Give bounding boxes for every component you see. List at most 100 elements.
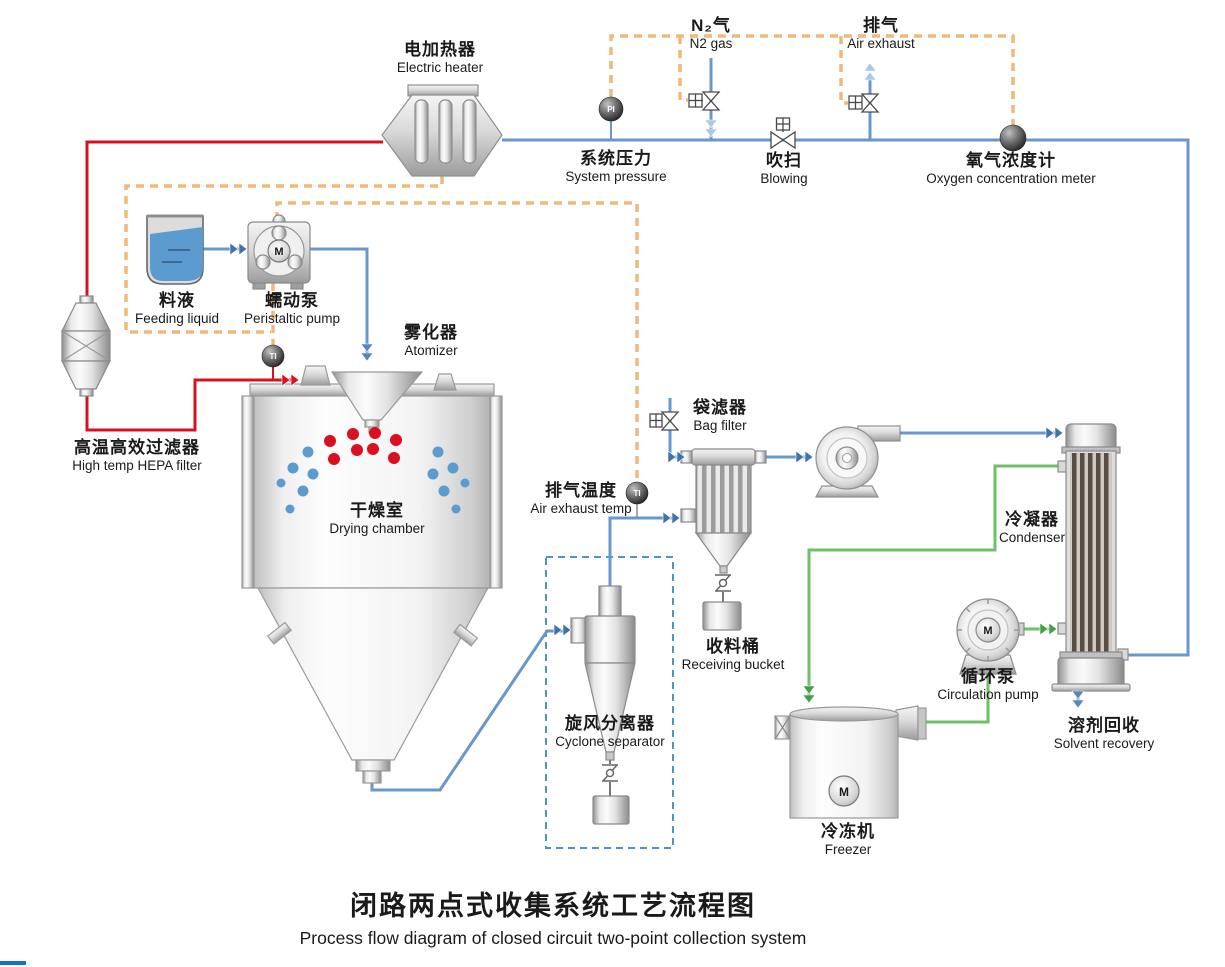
arrow-exhaust-out [863,62,877,81]
label-freezer-en: Freezer [824,842,872,858]
line-heater-to-hepa [85,140,383,300]
label-circulation-pump-zh: 循环泵 [960,667,1015,686]
exhaust-valve [848,93,880,113]
chamber-top-block-left [300,365,331,386]
cyclone-top-pipe [598,585,622,621]
cyclone-outlet-stub [605,751,615,761]
label-blowing: 吹扫 Blowing [760,151,807,187]
label-receiving-bucket-en: Receiving bucket [681,657,785,673]
blower-fan [814,425,901,498]
freezer-motor-hub [828,775,860,807]
label-condenser-zh: 冷凝器 [1004,510,1059,529]
signal-n2-valve [678,36,688,102]
freezer-motor-glyph: M [839,785,849,799]
label-drying-chamber-en: Drying chamber [329,521,425,537]
label-freezer-zh: 冷冻机 [821,822,875,841]
heater-element-2 [438,99,453,164]
ti-exhaust-tag: TI [633,489,640,498]
arrow-n2-in [704,119,718,138]
pump-motor-hub [267,239,291,263]
pi-tag: PI [607,105,615,114]
diagram-title: 闭路两点式收集系统工艺流程图 Process flow diagram of c… [300,884,807,949]
ti-inlet-tag: TI [269,352,276,361]
arrow-feed-to-pump [229,242,248,256]
bagfilter-port-side [680,508,697,523]
chamber-top-block-right [433,373,457,391]
label-feeding-liquid: 料液 Feeding liquid [135,291,219,327]
cyclone-body [584,615,636,664]
heater-element-3 [462,99,477,164]
label-drying-chamber-zh: 干燥室 [349,501,404,520]
receiving-bucket-shape [702,601,742,631]
label-freezer: 冷冻机 Freezer [821,822,875,858]
pump-roller [255,254,271,270]
label-drying-chamber: 干燥室 Drying chamber [329,501,424,537]
condenser [1051,423,1131,692]
line-chamber-to-cyclone [370,629,566,792]
line-pump-to-atomizer [310,247,369,360]
label-peristaltic-pump: 蠕动泵 Peristaltic pump [244,291,340,327]
line-condenser-to-freezer [807,464,1058,696]
chamber-nozzle-left [266,621,293,645]
hepa-bottom-cone [61,360,111,390]
label-cyclone-separator-zh: 旋风分离器 [565,714,655,733]
label-receiving-bucket: 收料桶 Receiving bucket [682,637,785,673]
label-solvent-recovery: 溶剂回收 Solvent recovery [1054,716,1155,752]
hepa-filter [61,295,111,397]
bagfilter-discharge-valve [714,574,732,592]
bagfilter-port-top-right [754,450,767,464]
bagfilter-ribbed-body [695,464,752,534]
pump-roller [287,254,303,270]
label-circulation-pump: 循环泵 Circulation pump [937,667,1038,703]
condenser-bottom-flange [1059,651,1123,659]
n2-inlet-valve [688,91,721,111]
label-air-exhaust-zh: 排气 [862,16,899,35]
diagram-title-zh: 闭路两点式收集系统工艺流程图 [349,891,756,921]
line-main-return [502,138,1190,657]
atomizer-cone [330,371,424,421]
line-cyclone-to-bagfilter [608,516,674,588]
chamber-outlet-stub [362,770,382,784]
circpump-ticks [957,599,1019,661]
label-feeding-liquid-en: Feeding liquid [134,311,220,327]
signal-pressure-bus [609,34,1015,125]
bagfilter-cone [694,532,753,567]
signal-heater-loop [124,176,444,334]
label-bag-filter-zh: 袋滤器 [693,398,747,417]
oxygen-sensor [999,124,1027,152]
label-system-pressure-en: System pressure [565,169,667,185]
label-solvent-recovery-en: Solvent recovery [1053,736,1155,752]
hepa-top-cone [61,302,111,332]
blower-hub-hole [841,452,853,464]
label-peristaltic-pump-en: Peristaltic pump [243,311,341,327]
label-air-exhaust: 排气 Air exhaust [847,16,915,52]
hepa-top-stub [79,295,94,304]
label-hepa-filter-zh: 高温高效过滤器 [74,438,200,457]
label-n2-gas-zh: N₂气 [691,16,731,35]
line-hepa-to-chamber [85,378,292,432]
label-blowing-zh: 吹扫 [766,151,802,170]
label-cyclone-separator-en: Cyclone separator [555,734,665,750]
label-hepa-filter: 高温高效过滤器 High temp HEPA filter [72,438,202,474]
drying-chamber [241,365,503,784]
electric-heater [381,84,503,177]
arrow-into-bagfilter [662,511,681,525]
chamber-cone [256,587,490,761]
freezer-top [789,706,899,722]
cyclone-separator [570,585,636,825]
freezer-port-flange [917,707,927,740]
beaker-liquid [150,227,203,281]
inlet-temp-sensor [261,344,285,368]
heater-element-1 [414,99,429,164]
signal-exhaust-valve [839,36,848,105]
pump-foot [290,282,304,290]
cyclone-bucket [592,795,630,825]
cyclone-discharge-valve [601,764,619,782]
label-circulation-pump-en: Circulation pump [937,687,1039,703]
label-air-exhaust-temp-en: Air exhaust temp [530,501,632,517]
label-condenser: 冷凝器 Condenser [999,510,1065,546]
label-peristaltic-pump-zh: 蠕动泵 [264,291,319,310]
condenser-base-flange [1051,683,1131,692]
